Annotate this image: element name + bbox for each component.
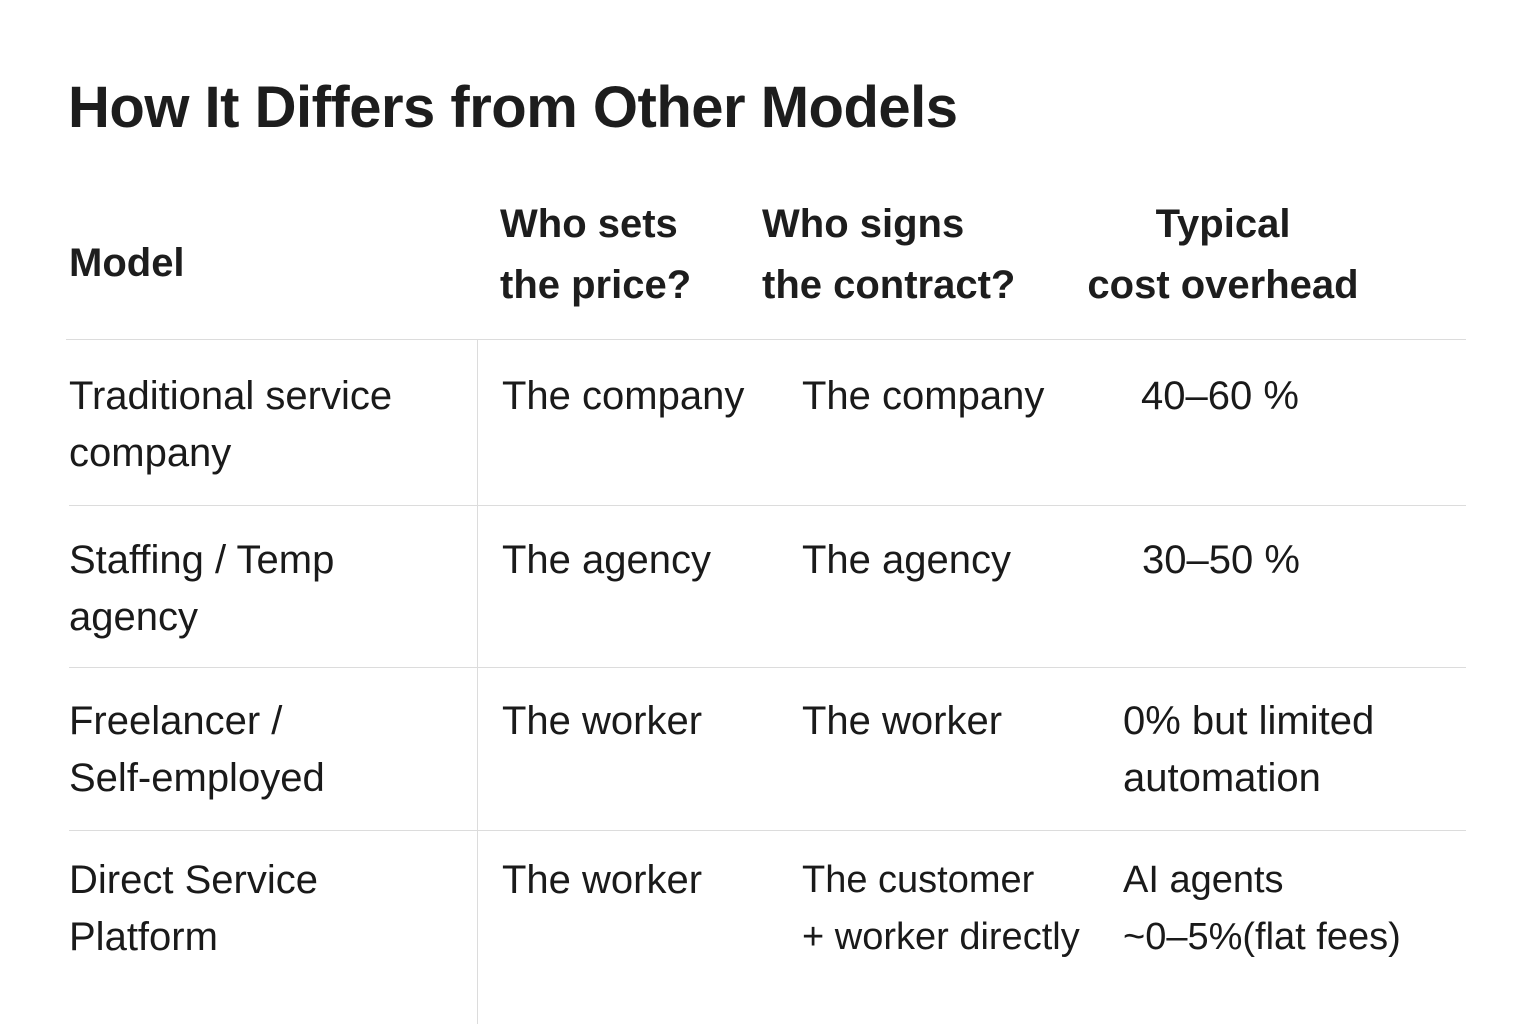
table-cell-model: Staffing / Temp agency [69,538,335,639]
column-divider [477,339,478,1024]
table-cell-model: Freelancer / Self-employed [69,699,325,800]
column-header-model: Model [69,241,185,285]
column-header-contract: Who signs the contract? [762,202,1016,307]
table-cell-overhead: 30–50 % [1142,538,1300,582]
page-title: How It Differs from Other Models [68,75,958,140]
row-divider [69,667,1466,668]
table-cell-price: The worker [502,699,703,743]
table-cell-overhead: 40–60 % [1141,374,1299,418]
table-cell-overhead: 0% but limited automation [1123,699,1375,800]
table-cell-price: The agency [502,538,712,582]
row-divider [69,505,1466,506]
table-cell-price: The worker [502,858,703,902]
table-cell-contract: The company [802,374,1045,418]
table-cell-price: The company [502,374,745,418]
table-cell-overhead: AI agents ~0–5%(flat fees) [1123,859,1401,958]
table-cell-contract: The agency [802,538,1012,582]
column-header-overhead: Typical cost overhead [1087,202,1359,307]
row-divider [69,830,1466,831]
table-cell-model: Traditional service company [69,374,393,475]
table-cell-model: Direct Service Platform [69,858,318,959]
header-divider [66,339,1466,340]
table-cell-contract: The customer + worker directly [802,859,1080,958]
column-header-price: Who sets the price? [500,202,692,307]
table-cell-contract: The worker [802,699,1003,743]
